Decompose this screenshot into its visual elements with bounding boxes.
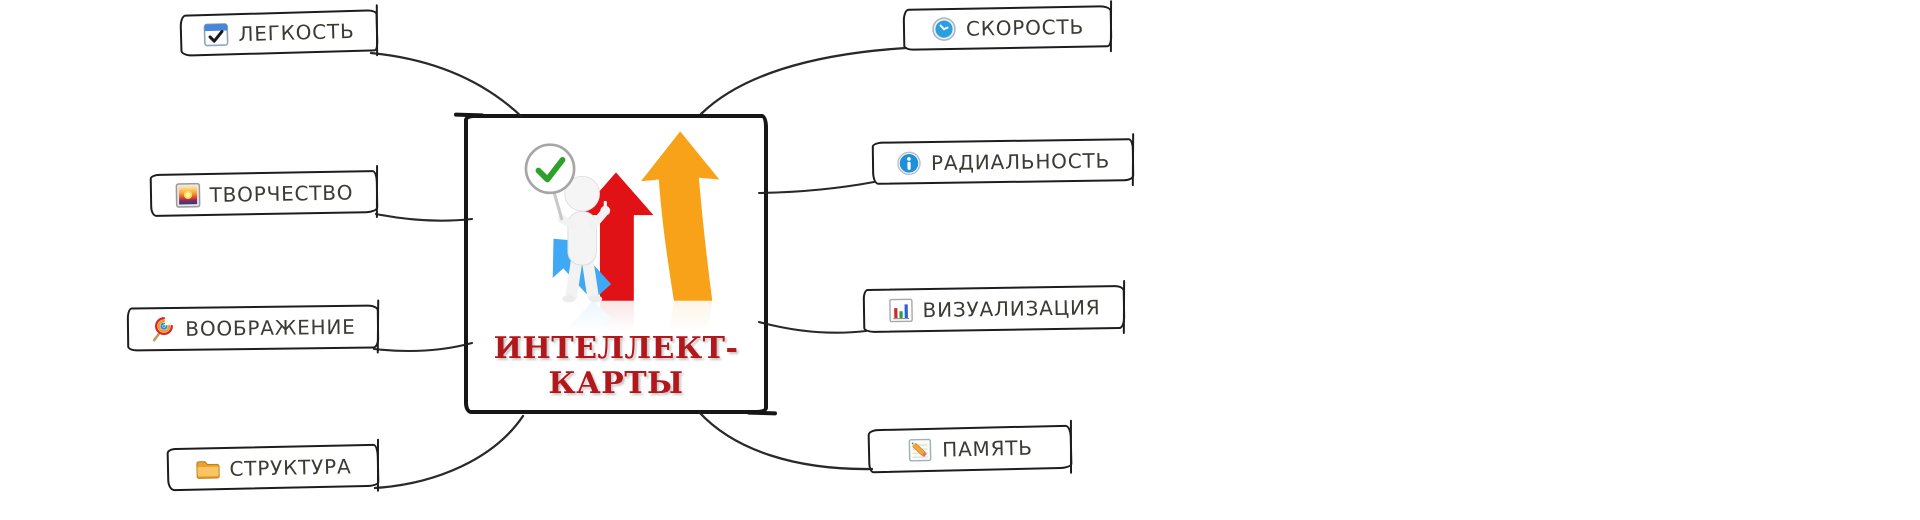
clock-icon <box>932 17 956 41</box>
connector-speed <box>699 46 908 116</box>
central-title-line1: ИНТЕЛЛЕКТ- <box>493 331 739 366</box>
info-icon <box>897 151 921 175</box>
connector-creativity <box>374 212 474 222</box>
branch-creativity[interactable]: ТВОРЧЕСТВО <box>149 170 379 217</box>
picture-sunset-icon <box>175 182 201 208</box>
connector-radiality <box>757 180 876 195</box>
folder-icon <box>195 460 220 479</box>
branch-radiality[interactable]: РАДИАЛЬНОСТЬ <box>871 138 1135 185</box>
connector-visualization <box>757 320 868 334</box>
checkbox-icon <box>204 23 229 47</box>
branch-label: ВООБРАЖЕНИЕ <box>185 314 356 341</box>
branch-structure[interactable]: СТРУКТУРА <box>166 443 380 492</box>
connector-memory <box>697 410 874 471</box>
branch-ease[interactable]: ЛЕГКОСТЬ <box>179 9 379 57</box>
branch-label: РАДИАЛЬНОСТЬ <box>930 148 1111 175</box>
branch-imagination[interactable]: ВООБРАЖЕНИЕ <box>126 304 380 352</box>
growth-arrows-figure-illustration <box>482 131 750 331</box>
branch-label: СТРУКТУРА <box>229 453 352 481</box>
central-title-line2: КАРТЫ <box>548 366 684 401</box>
bar-chart-icon <box>888 298 913 323</box>
branch-label: ПАМЯТЬ <box>941 435 1034 462</box>
note-pencil-icon <box>908 438 932 462</box>
branch-label: СКОРОСТЬ <box>965 14 1085 41</box>
central-topic[interactable]: ИНТЕЛЛЕКТ- КАРТЫ <box>464 114 768 414</box>
branch-label: ЛЕГКОСТЬ <box>238 18 355 47</box>
branch-memory[interactable]: ПАМЯТЬ <box>867 424 1073 474</box>
branch-label: ТВОРЧЕСТВО <box>209 179 354 207</box>
central-title: ИНТЕЛЛЕКТ- КАРТЫ <box>494 331 739 401</box>
connector-structure <box>373 414 525 490</box>
connector-imagination <box>372 341 474 353</box>
connector-ease <box>369 51 524 119</box>
branch-speed[interactable]: СКОРОСТЬ <box>902 5 1113 51</box>
branch-label: ВИЗУАЛИЗАЦИЯ <box>922 295 1101 323</box>
branch-visualization[interactable]: ВИЗУАЛИЗАЦИЯ <box>862 284 1126 334</box>
lollipop-spiral-icon <box>153 317 174 342</box>
